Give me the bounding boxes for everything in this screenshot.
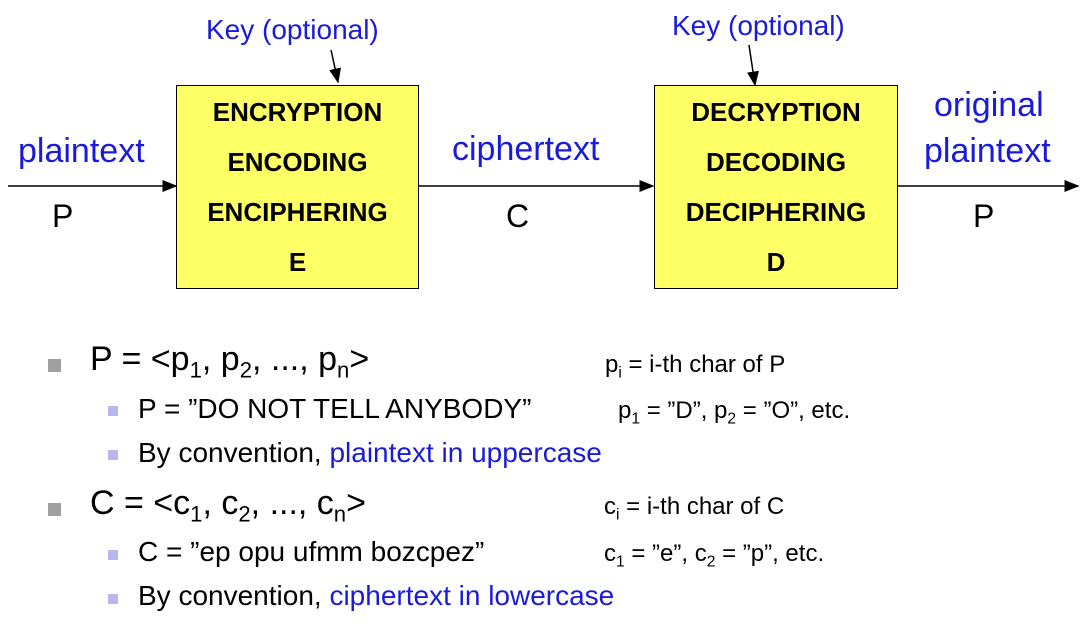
sub-bullet-marker bbox=[108, 406, 118, 416]
key-arrow-1 bbox=[329, 49, 341, 84]
p-definition-note: pi = i-th char of P bbox=[605, 351, 786, 382]
input-label: plaintext bbox=[18, 132, 145, 170]
encoding-line: ENCODING bbox=[227, 147, 368, 177]
c-example-note: c1 = ”e”, c2 = ”p”, etc. bbox=[604, 540, 825, 571]
input-symbol: P bbox=[52, 198, 74, 234]
encryption-symbol: E bbox=[288, 247, 307, 277]
bullet-marker bbox=[48, 503, 61, 516]
deciphering-line: DECIPHERING bbox=[685, 197, 867, 227]
key-label-decrypt: Key (optional) bbox=[672, 10, 845, 41]
sub-bullet-marker bbox=[108, 550, 118, 560]
enciphering-line: ENCIPHERING bbox=[207, 197, 388, 227]
p-example-note: p1 = ”D”, p2 = ”O”, etc. bbox=[618, 397, 851, 428]
ciphertext-label: ciphertext bbox=[452, 130, 600, 168]
c-definition: C = <c1, c2, ..., cn> bbox=[90, 484, 366, 527]
ciphertext-symbol: C bbox=[506, 198, 530, 234]
c-convention: By convention, ciphertext in lowercase bbox=[138, 580, 615, 611]
key-arrow-2 bbox=[747, 44, 759, 87]
p-definition: P = <p1, p2, ..., pn> bbox=[90, 340, 370, 383]
decryption-line: DECRYPTION bbox=[691, 97, 861, 127]
c-example: C = ”ep opu ufmm bozcpez” bbox=[138, 536, 485, 567]
p-example: P = ”DO NOT TELL ANYBODY” bbox=[138, 393, 532, 424]
sub-bullet-marker bbox=[108, 450, 118, 460]
output-label-line2: plaintext bbox=[924, 132, 1051, 170]
encryption-box: ENCRYPTION ENCODING ENCIPHERING E bbox=[176, 85, 419, 289]
key-label-encrypt: Key (optional) bbox=[206, 14, 379, 45]
p-convention: By convention, plaintext in uppercase bbox=[138, 437, 602, 468]
sub-bullet-marker bbox=[108, 594, 118, 604]
decoding-line: DECODING bbox=[705, 147, 847, 177]
c-definition-note: ci = i-th char of C bbox=[604, 493, 785, 524]
output-label-line1: original bbox=[934, 86, 1044, 124]
decryption-box: DECRYPTION DECODING DECIPHERING D bbox=[654, 85, 898, 289]
decryption-symbol: D bbox=[766, 247, 786, 277]
output-symbol: P bbox=[973, 198, 995, 234]
encryption-line: ENCRYPTION bbox=[212, 97, 383, 127]
bullet-marker bbox=[48, 359, 61, 372]
